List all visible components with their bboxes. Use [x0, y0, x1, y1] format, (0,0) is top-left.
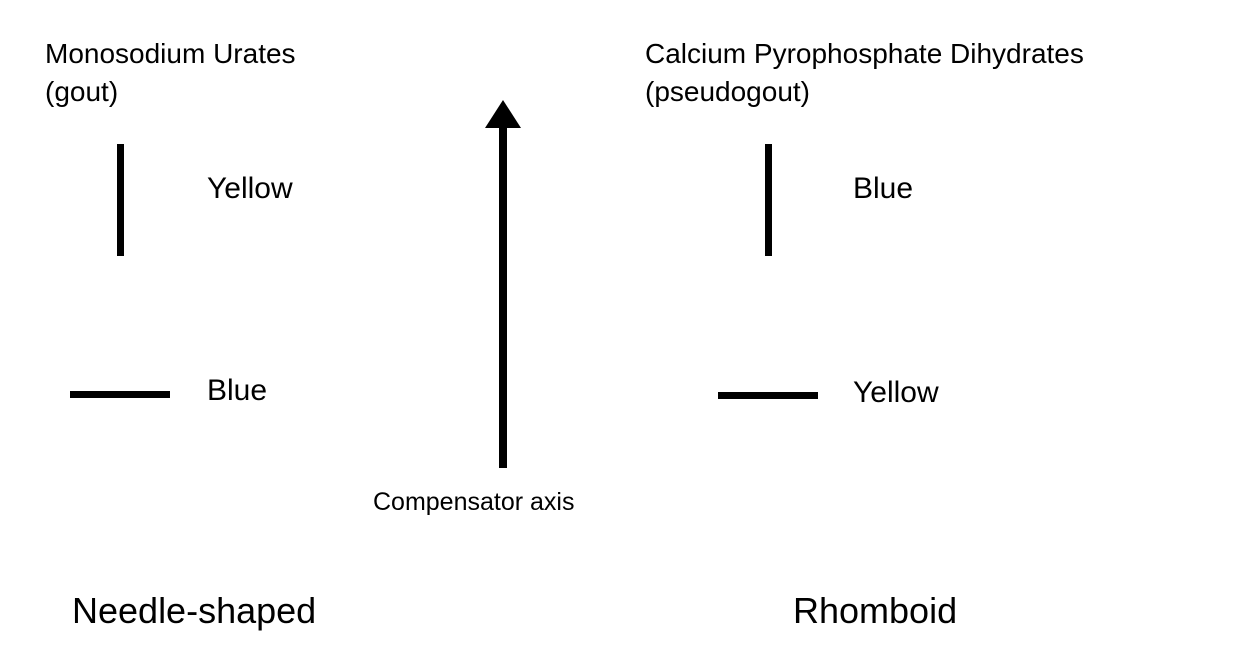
left-vertical-color-label: Yellow: [207, 172, 293, 205]
left-shape-label: Needle-shaped: [72, 590, 317, 631]
right-shape-label: Rhomboid: [793, 590, 958, 631]
right-horizontal-color-label: Yellow: [853, 376, 939, 409]
left-title-line2: (gout): [45, 76, 119, 107]
left-vertical-crystal-bar: [117, 144, 124, 256]
right-vertical-color-label: Blue: [853, 172, 914, 205]
right-title-line1: Calcium Pyrophosphate Dihydrates: [645, 38, 1084, 69]
compensator-axis-label: Compensator axis: [373, 488, 575, 516]
compensator-arrow-shaft: [499, 124, 507, 468]
right-horizontal-crystal-bar: [718, 392, 818, 399]
compensator-axis-arrow: [485, 100, 521, 468]
left-title-line1: Monosodium Urates: [45, 38, 296, 69]
right-title-line2: (pseudogout): [645, 76, 811, 107]
right-vertical-crystal-bar: [765, 144, 772, 256]
left-title: Monosodium Urates (gout): [45, 35, 296, 111]
right-title: Calcium Pyrophosphate Dihydrates (pseudo…: [645, 35, 1084, 111]
left-horizontal-color-label: Blue: [207, 374, 268, 407]
left-horizontal-crystal-bar: [70, 391, 170, 398]
compensator-arrow-head: [485, 100, 521, 128]
